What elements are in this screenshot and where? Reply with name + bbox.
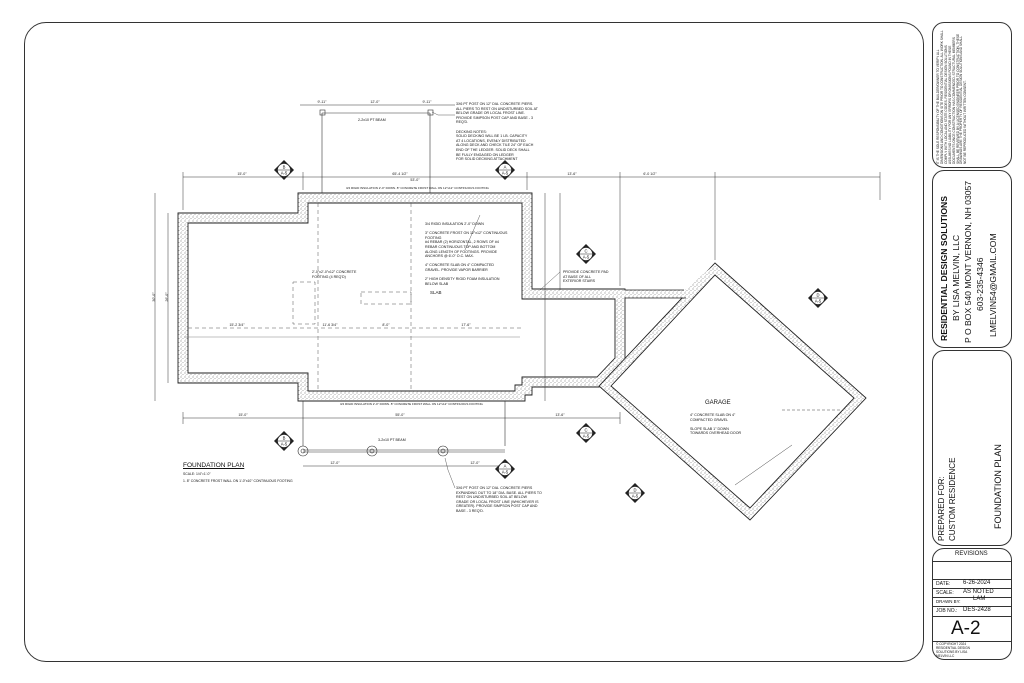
garage-frost-wall <box>598 262 867 521</box>
svg-text:53'-0": 53'-0" <box>410 178 420 182</box>
note-bottom-post: 3X6 PT POST ON 12" DIA. CONCRETE PIERS E… <box>456 486 542 513</box>
client-box: PREPARED FOR: CUSTOM RESIDENCE FOUNDATIO… <box>932 350 1012 546</box>
date-value: 6-26-2024 <box>963 580 991 586</box>
plan-scale: SCALE: 1/4"=1'-0" <box>183 472 211 476</box>
svg-text:A-5: A-5 <box>632 494 639 499</box>
company-address: P O BOX 540 MONT VERNON, NH 03057 <box>963 180 973 343</box>
plan-title: FOUNDATION PLAN <box>183 462 245 469</box>
slab-label: SLAB <box>430 290 442 295</box>
svg-text:D: D <box>816 293 819 298</box>
house-frost-wall <box>178 193 625 401</box>
section-marker-4: BA-5 <box>274 431 294 451</box>
drawn-by-value: LAM <box>973 596 986 602</box>
svg-text:A-5: A-5 <box>583 434 590 439</box>
client-name: CUSTOM RESIDENCE <box>948 457 957 541</box>
svg-text:A-5: A-5 <box>281 171 288 176</box>
disclaimer-text: IT IS THE SOLE RESPONSIBILITY OF THE BUI… <box>936 30 968 164</box>
svg-text:A-5: A-5 <box>502 171 509 176</box>
copyright: © COPYRIGHT 2024 RESIDENTIAL DESIGN SOLU… <box>936 642 970 658</box>
section-marker-5: CA-5 <box>576 423 596 443</box>
svg-text:13'-6": 13'-6" <box>567 172 577 176</box>
section-marker-7: DA-5 <box>625 483 645 503</box>
note-footing: 2'-0"x2'-0"x12" CONCRETE FOOTING (4 REQ'… <box>312 270 357 279</box>
svg-text:15'-0": 15'-0" <box>238 413 248 417</box>
foundation-plan-drawing: 65'-4 1/2" 15'-0" 53'-0" 13'-6" 6'-0 1/2… <box>152 100 881 521</box>
svg-text:C: C <box>584 428 587 433</box>
svg-text:B: B <box>283 165 286 170</box>
svg-text:A-5: A-5 <box>502 470 509 475</box>
note-top-post: 3X6 PT POST ON 12" DIA. CONCRETE PIERS. … <box>456 102 538 162</box>
note-beam-top: 2-2x10 PT BEAM <box>358 118 386 122</box>
svg-text:9'-11": 9'-11" <box>423 100 433 104</box>
note-beam-bottom: 3-2x10 PT BEAM <box>378 438 406 442</box>
section-marker-1: BA-5 <box>274 160 294 180</box>
section-marker-2: AA-5 <box>495 160 515 180</box>
svg-text:15'-2 3/4": 15'-2 3/4" <box>229 323 245 327</box>
svg-text:6'-0 1/2": 6'-0 1/2" <box>643 172 657 176</box>
company-email: LMELVIN54@GMAIL.COM <box>988 233 998 337</box>
svg-text:9'-11": 9'-11" <box>318 100 328 104</box>
svg-text:55'-0": 55'-0" <box>395 413 405 417</box>
revisions-box: REVISIONS DATE: 6-26-2024 SCALE: AS NOTE… <box>932 548 1012 660</box>
disclaimer-box: IT IS THE SOLE RESPONSIBILITY OF THE BUI… <box>932 22 1012 168</box>
svg-text:12'-0": 12'-0" <box>330 461 340 465</box>
svg-text:A-5: A-5 <box>583 255 590 260</box>
section-marker-3: CA-5 <box>576 244 596 264</box>
prepared-for-label: PREPARED FOR: <box>937 476 946 541</box>
svg-text:15'-0": 15'-0" <box>237 172 247 176</box>
svg-text:12'-0": 12'-0" <box>370 100 380 104</box>
svg-text:11'-6 3/4": 11'-6 3/4" <box>323 323 339 327</box>
svg-text:17'-6": 17'-6" <box>461 323 471 327</box>
svg-text:B: B <box>283 436 286 441</box>
svg-text:26'-0": 26'-0" <box>165 292 169 302</box>
company-box: RESIDENTIAL DESIGN SOLUTIONS BY LISA MEL… <box>932 170 1012 348</box>
note-garage-slab: 4" CONCRETE SLAB ON 4" COMPACTED GRAVEL … <box>690 413 742 436</box>
scale-value: AS NOTED <box>963 589 994 595</box>
svg-text:D: D <box>633 488 636 493</box>
scale-label: SCALE: <box>936 590 954 596</box>
date-label: DATE: <box>936 581 951 587</box>
section-markers: BA-5 AA-5 CA-5 BA-5 CA-5 AA-5 <box>274 160 828 503</box>
company-phone: 603-235-4346 <box>975 257 985 311</box>
note-slab-spec: 3/4 RIGID INSULATION 2'-0" DOWN 3" CONCR… <box>425 222 508 286</box>
job-no-value: DES-2428 <box>963 607 991 613</box>
svg-text:12'-0": 12'-0" <box>470 461 480 465</box>
svg-text:A: A <box>504 464 507 469</box>
svg-text:A-5: A-5 <box>281 442 288 447</box>
note-pad: PROVIDE CONCRETE PAD AT BASE OF ALL EXTE… <box>563 270 609 284</box>
section-marker-6: AA-5 <box>495 459 515 479</box>
drawn-by-label: DRAWN BY: <box>936 599 961 604</box>
svg-text:C: C <box>584 249 587 254</box>
company-owner: BY LISA MELVIN, LLC <box>951 234 961 321</box>
note-frost-wall-bottom: 3/4 RIGID INSULATION 2'-0" DOWN. 8" CONC… <box>340 402 483 406</box>
svg-text:A-5: A-5 <box>815 299 822 304</box>
garage-label: GARAGE <box>705 400 731 406</box>
job-no-label: JOB NO.: <box>936 608 958 614</box>
note-frost-wall-top: 3/4 RIGID INSULATION 2'-0" DOWN. 8" CONC… <box>346 186 489 190</box>
svg-text:30'-0": 30'-0" <box>152 292 156 302</box>
section-marker-8: DA-5 <box>808 288 828 308</box>
svg-text:A: A <box>504 165 507 170</box>
revisions-label: REVISIONS <box>955 551 988 557</box>
svg-text:8'-0": 8'-0" <box>382 323 390 327</box>
company-name: RESIDENTIAL DESIGN SOLUTIONS <box>939 196 949 341</box>
svg-text:13'-6": 13'-6" <box>555 413 565 417</box>
sheet-number: A-2 <box>951 618 981 639</box>
dim-overall: 65'-4 1/2" <box>392 172 408 176</box>
sheet-border <box>24 22 924 662</box>
sheet-title: FOUNDATION PLAN <box>993 444 1003 529</box>
plan-note: 1. 8" CONCRETE FROST WALL ON 1'-0"x10" C… <box>183 479 293 483</box>
